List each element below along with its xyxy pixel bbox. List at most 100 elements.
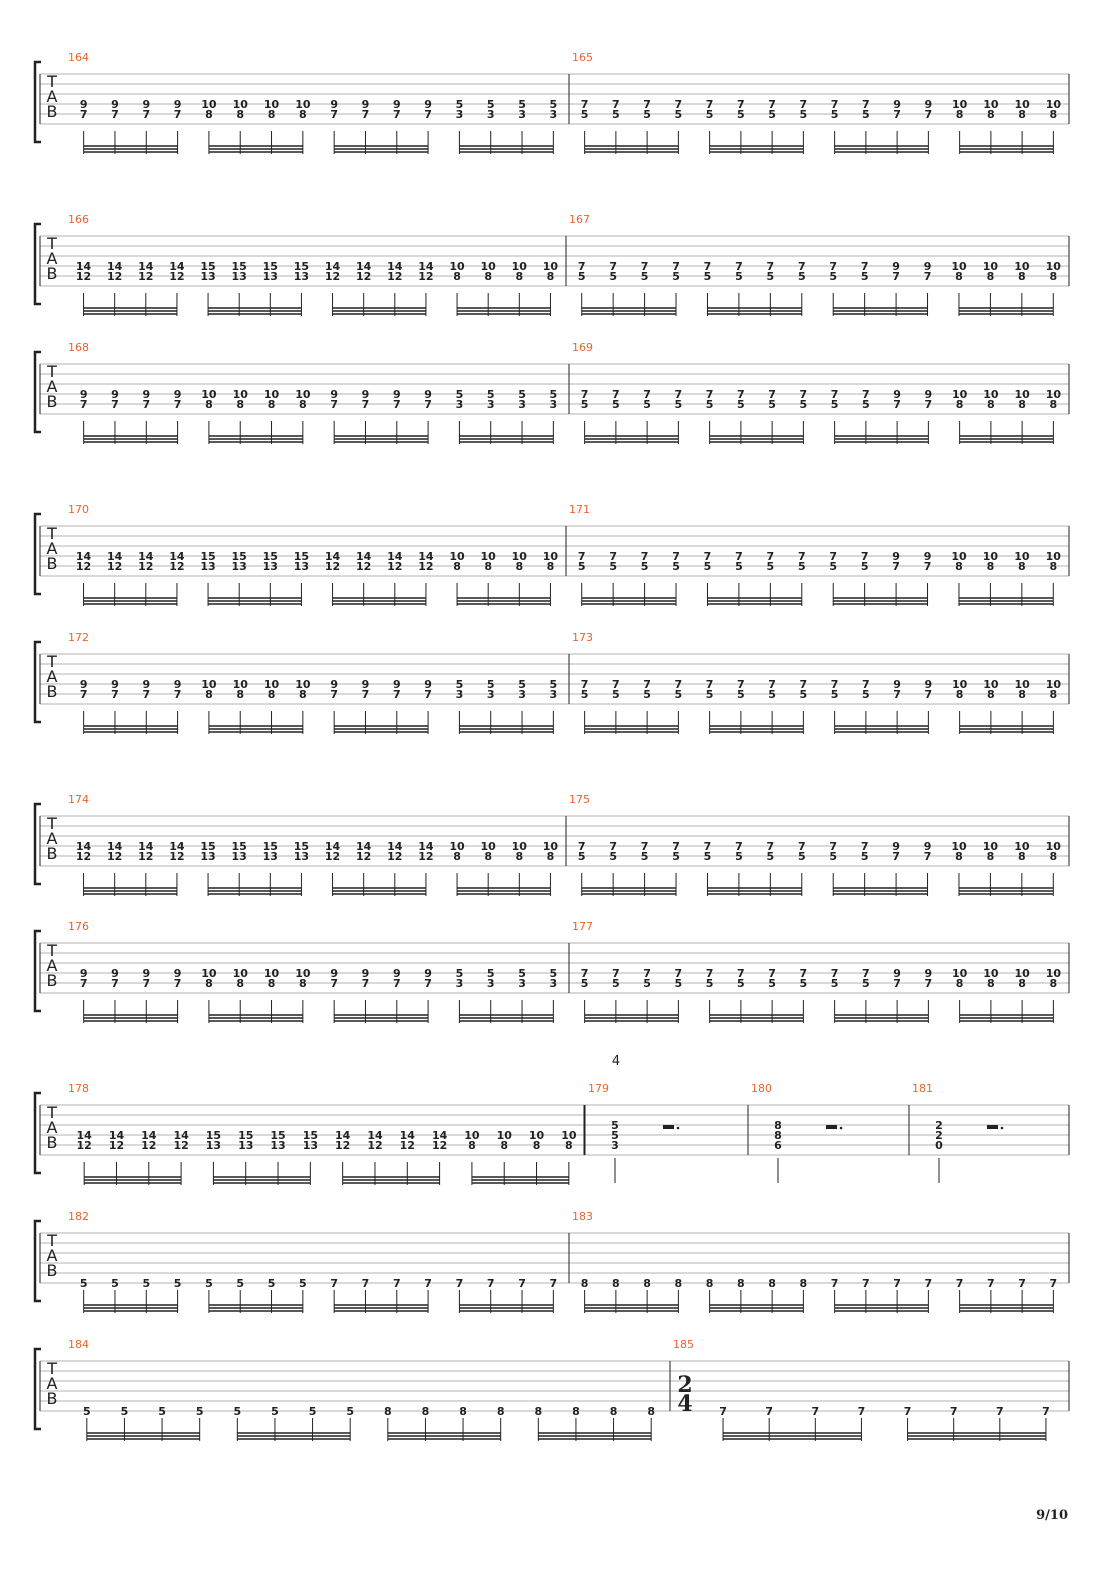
fret-number: 10 — [481, 550, 497, 563]
fret-number: 10 — [295, 678, 311, 691]
fret-number: 7 — [765, 1405, 773, 1418]
tab-system: TAB1729797979710810810810897979797535353… — [33, 631, 1070, 734]
fret-number: 5 — [518, 967, 526, 980]
fret-number: 15 — [270, 1129, 285, 1142]
fret-number: 9 — [893, 388, 901, 401]
fret-number: 9 — [393, 678, 401, 691]
fret-number: 14 — [400, 1129, 416, 1142]
fret-number: 12 — [400, 1139, 415, 1152]
fret-number: 10 — [295, 967, 311, 980]
fret-number: 8 — [675, 1277, 683, 1290]
fret-number: 8 — [1050, 688, 1058, 701]
fret-number: 12 — [169, 560, 184, 573]
fret-number: 10 — [951, 840, 967, 853]
measure-number: 185 — [673, 1338, 694, 1351]
fret-number: 5 — [675, 688, 683, 701]
fret-number: 5 — [829, 560, 837, 573]
fret-number: 8 — [1018, 977, 1026, 990]
fret-number: 7 — [393, 1277, 401, 1290]
fret-number: 3 — [487, 688, 495, 701]
fret-number: 5 — [861, 850, 869, 863]
fret-number: 7 — [925, 688, 933, 701]
measure-number: 176 — [68, 920, 89, 933]
fret-number: 8 — [643, 1277, 651, 1290]
fret-number: 14 — [418, 550, 434, 563]
fret-number: 10 — [1046, 260, 1062, 273]
fret-number: 8 — [484, 270, 492, 283]
fret-number: 6 — [774, 1139, 782, 1152]
fret-number: 13 — [232, 270, 247, 283]
fret-number: 5 — [641, 850, 649, 863]
fret-number: 7 — [612, 98, 620, 111]
fret-number: 7 — [768, 388, 776, 401]
fret-number: 8 — [737, 1277, 745, 1290]
tab-clef-letter: T — [46, 524, 57, 543]
fret-number: 7 — [892, 560, 900, 573]
fret-number: 2 — [935, 1129, 943, 1142]
fret-number: 5 — [672, 560, 680, 573]
fret-number: 7 — [362, 1277, 370, 1290]
fret-number: 10 — [1014, 550, 1030, 563]
tab-system: TAB1689797979710810810810897979797535353… — [33, 341, 1070, 444]
fret-number: 7 — [174, 977, 182, 990]
fret-number: 7 — [609, 260, 617, 273]
fret-number: 10 — [543, 550, 559, 563]
fret-number: 5 — [767, 270, 775, 283]
fret-number: 12 — [169, 270, 184, 283]
fret-number: 12 — [387, 560, 402, 573]
fret-number: 7 — [737, 388, 745, 401]
measure-number: 169 — [572, 341, 593, 354]
fret-number: 12 — [109, 1139, 124, 1152]
tab-clef-letter: A — [47, 829, 58, 848]
fret-number: 12 — [418, 560, 433, 573]
fret-number: 7 — [858, 1405, 866, 1418]
tab-system: TAB1781412141214121412151315131513151314… — [33, 1082, 1070, 1185]
fret-number: 12 — [387, 850, 402, 863]
measure-number: 178 — [68, 1082, 89, 1095]
fret-number: 13 — [200, 270, 215, 283]
fret-number: 7 — [174, 108, 182, 121]
half-rest — [663, 1125, 674, 1129]
fret-number: 3 — [518, 688, 526, 701]
fret-number: 7 — [767, 840, 775, 853]
fret-number: 8 — [236, 398, 244, 411]
fret-number: 12 — [173, 1139, 188, 1152]
fret-number: 8 — [647, 1405, 655, 1418]
fret-number: 5 — [768, 108, 776, 121]
fret-number: 3 — [456, 977, 464, 990]
fret-number: 8 — [987, 108, 995, 121]
fret-number: 13 — [294, 850, 309, 863]
fret-number: 10 — [543, 260, 559, 273]
fret-number: 7 — [737, 967, 745, 980]
fret-number: 8 — [956, 688, 964, 701]
fret-number: 7 — [578, 260, 586, 273]
tab-system: TAB1741412141214121412151315131513151314… — [33, 793, 1070, 896]
fret-number: 5 — [704, 270, 712, 283]
fret-number: 9 — [330, 388, 338, 401]
tab-clef-letter: A — [47, 539, 58, 558]
fret-number: 10 — [233, 967, 249, 980]
fret-number: 7 — [609, 840, 617, 853]
fret-number: 14 — [356, 260, 372, 273]
tab-system: TAB1649797979710810810810897979797535353… — [33, 51, 1070, 154]
tab-clef-letter: T — [46, 1231, 57, 1250]
fret-number: 5 — [611, 1119, 619, 1132]
fret-number: 7 — [892, 270, 900, 283]
fret-number: 9 — [924, 840, 932, 853]
fret-number: 5 — [862, 977, 870, 990]
fret-number: 7 — [581, 98, 589, 111]
fret-number: 8 — [956, 108, 964, 121]
measure-number: 181 — [912, 1082, 933, 1095]
fret-number: 15 — [294, 840, 309, 853]
fret-number: 9 — [111, 967, 119, 980]
page-number: 9/10 — [1036, 1508, 1068, 1523]
measure: 1661412141214121412151315131513151314121… — [68, 213, 558, 316]
fret-number: 7 — [831, 678, 839, 691]
measure-number: 168 — [68, 341, 89, 354]
fret-number: 3 — [456, 398, 464, 411]
